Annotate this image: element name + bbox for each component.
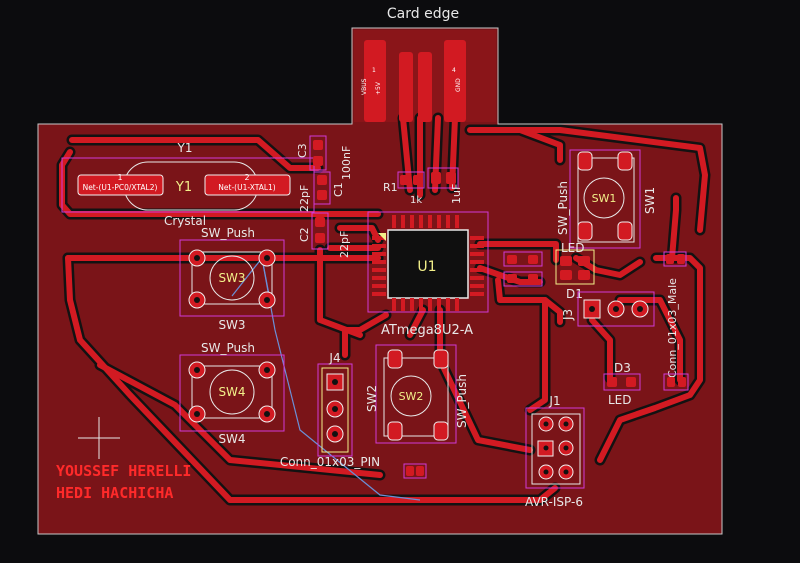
j3-ref: J3 — [561, 309, 575, 321]
switch-sw3[interactable]: SW3 SW_Push SW3 — [179, 226, 285, 332]
connector-j3[interactable]: J3 Conn_01x03_Male — [561, 278, 679, 378]
r1-value: 1k — [410, 195, 422, 206]
usb-pin-label-4: GND — [455, 78, 462, 92]
usb-pin-label-0: VBUS — [361, 78, 368, 95]
c2-value: 22pF — [338, 231, 351, 258]
d1-ref: D1 — [566, 287, 583, 301]
connector-j4[interactable]: J4 Conn_01x03_PIN — [280, 351, 380, 469]
author-line-1: YOUSSEF HERELLI — [56, 462, 191, 480]
origin-crosshair — [78, 417, 120, 459]
sw3-ref: SW3 — [218, 318, 245, 332]
c4-value: 1uF — [450, 184, 463, 204]
resistor-bottom[interactable] — [403, 463, 427, 479]
d3-value: LED — [608, 393, 632, 407]
y1-value: Crystal — [164, 214, 206, 228]
sw2-ref-fab: SW2 — [399, 390, 424, 403]
usb-pin-label-1: +5V — [375, 81, 382, 95]
c1-ref: C1 — [332, 182, 345, 197]
y1-pad1-number: 1 — [117, 173, 122, 182]
resistor-right-top[interactable] — [663, 251, 687, 267]
card-edge-title: Card edge — [387, 6, 459, 22]
sw1-ref: SW1 — [643, 187, 657, 214]
y1-ref-fab: Y1 — [175, 180, 192, 195]
sw4-ref: SW4 — [218, 432, 245, 446]
sw2-value: SW_Push — [455, 374, 469, 428]
usb-pin-1: 1 — [372, 67, 376, 74]
c3-ref: C3 — [296, 143, 309, 158]
usb-pin-4: 4 — [452, 67, 456, 74]
ic-u1[interactable]: U1 ATmega8U2-A — [367, 211, 489, 338]
switch-sw2[interactable]: SW2 SW2 SW_Push — [365, 344, 469, 444]
sw2-ref: SW2 — [365, 385, 379, 412]
switch-sw1[interactable]: SW1 SW_Push SW1 — [556, 149, 657, 249]
crystal-y1[interactable]: Net-(U1-PC0/XTAL2) Net-(U1-XTAL1) 1 2 Y1… — [61, 141, 315, 228]
capacitor-c2[interactable]: C2 22pF — [298, 212, 351, 258]
sw4-value: SW_Push — [201, 341, 255, 355]
r1-ref: R1 — [383, 181, 398, 194]
usb-card-edge-pads[interactable]: 1 +5V 4 GND VBUS — [361, 40, 466, 122]
j4-value: Conn_01x03_PIN — [280, 455, 380, 469]
capacitor-c1[interactable]: C1 100nF — [313, 146, 353, 205]
led-d1[interactable]: LED D1 — [503, 241, 595, 301]
y1-pad2-number: 2 — [244, 173, 249, 182]
resistor-r1[interactable]: R1 1k — [383, 171, 425, 206]
d1-value: LED — [561, 241, 585, 255]
c1-value: 100nF — [340, 146, 353, 180]
capacitor-c4[interactable]: 1uF — [427, 167, 463, 204]
y1-pad1-net: Net-(U1-PC0/XTAL2) — [83, 183, 158, 192]
sw3-value: SW_Push — [201, 226, 255, 240]
connector-j1[interactable]: J1 AVR-ISP-6 — [525, 394, 585, 509]
switch-sw4[interactable]: SW4 SW_Push SW4 — [179, 341, 285, 446]
u1-ref: U1 — [417, 259, 436, 275]
j1-value: AVR-ISP-6 — [525, 495, 583, 509]
author-line-2: HEDI HACHICHA — [56, 484, 173, 502]
led-d3[interactable]: D3 LED — [603, 361, 689, 407]
sw3-ref-fab: SW3 — [218, 271, 245, 285]
j3-value: Conn_01x03_Male — [666, 278, 679, 378]
sw4-ref-fab: SW4 — [218, 385, 245, 399]
j1-ref: J1 — [548, 394, 560, 408]
c3-value: 22pF — [298, 185, 311, 212]
sw1-ref-fab: SW1 — [592, 192, 617, 205]
u1-value: ATmega8U2-A — [381, 323, 473, 338]
d3-ref: D3 — [614, 361, 631, 375]
y1-pad2-net: Net-(U1-XTAL1) — [218, 183, 275, 192]
c2-ref: C2 — [298, 227, 311, 242]
y1-ref-silk: Y1 — [177, 141, 193, 155]
capacitor-c3[interactable]: C3 22pF — [296, 135, 327, 212]
sw1-value: SW_Push — [556, 181, 570, 235]
j4-ref: J4 — [328, 351, 340, 365]
